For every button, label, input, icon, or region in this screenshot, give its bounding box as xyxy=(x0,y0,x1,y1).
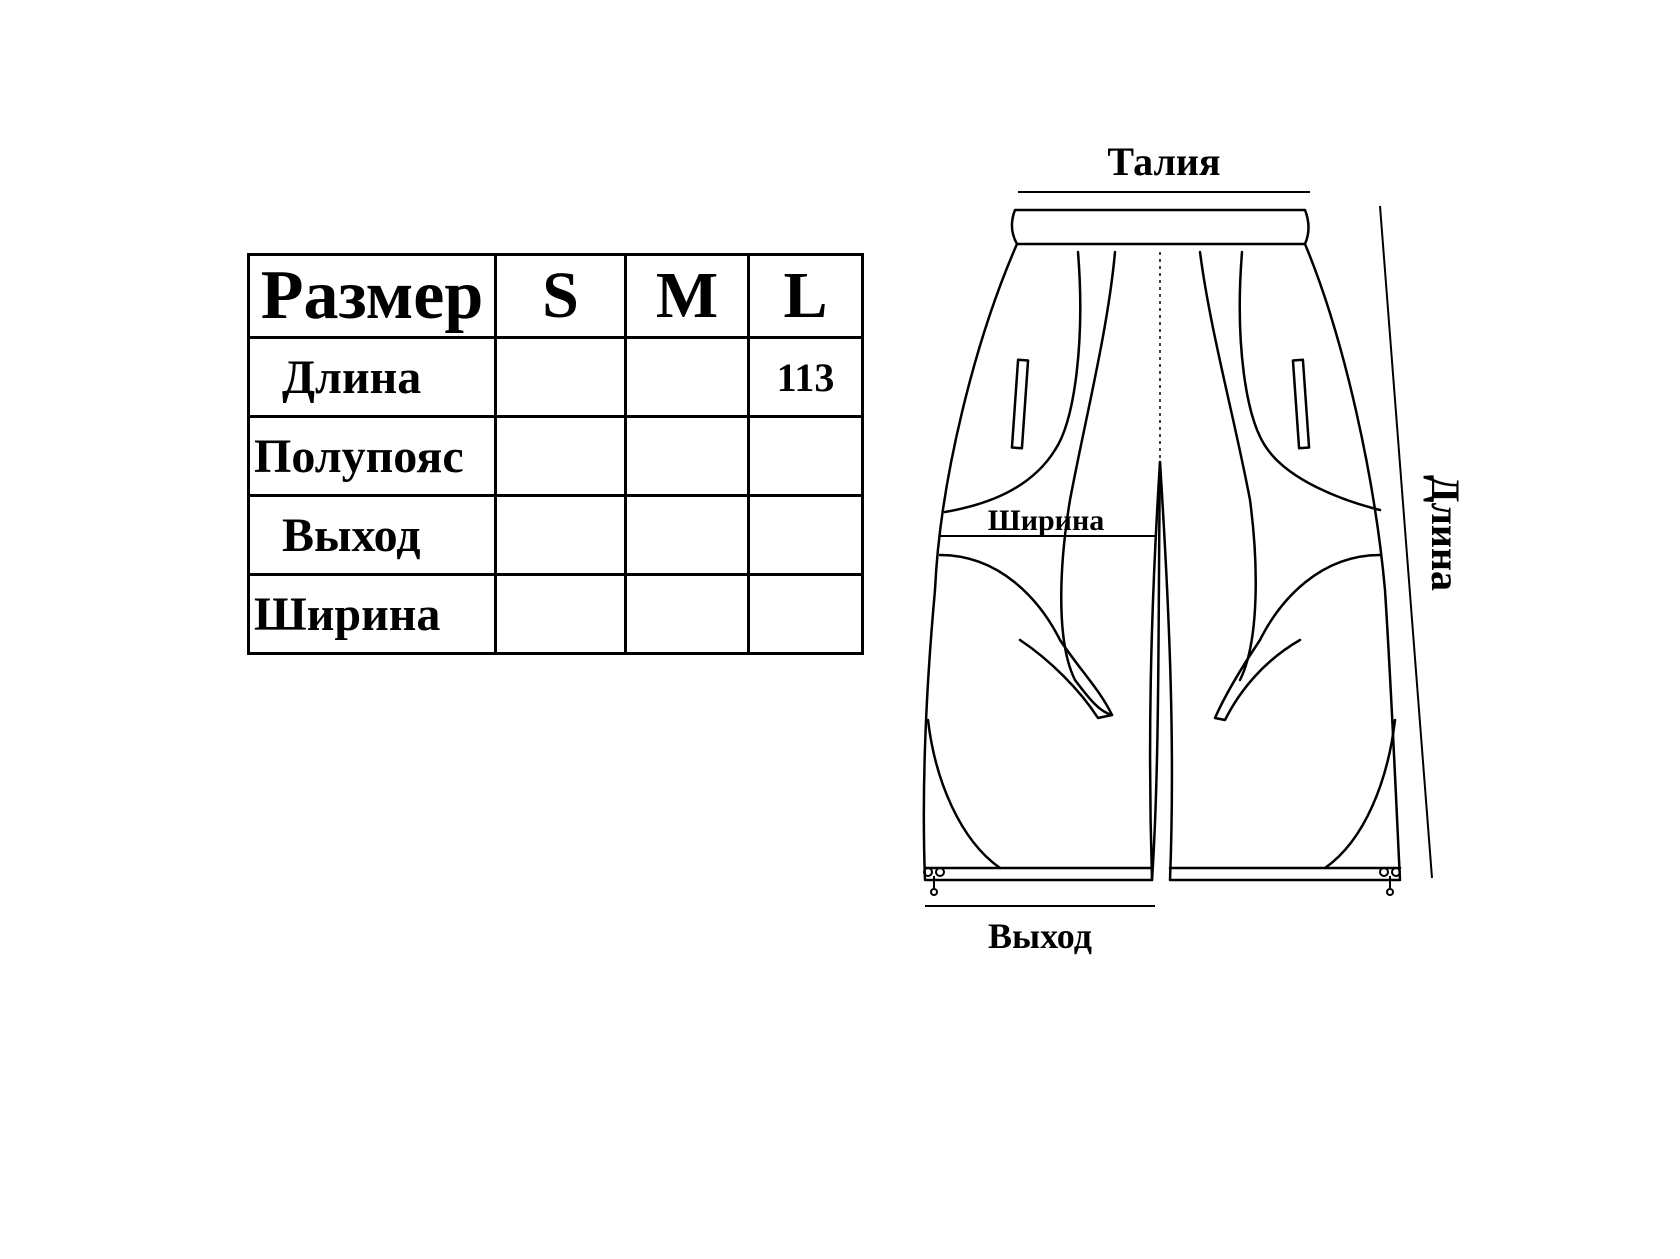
width-label: Ширина xyxy=(988,504,1104,537)
header-size-label: Размер xyxy=(247,253,497,339)
cell-length-m xyxy=(624,336,750,418)
left-lower-seam xyxy=(926,718,1002,870)
row-label-length: Длина xyxy=(247,336,497,418)
hem-label: Выход xyxy=(988,916,1092,956)
cell-length-l: 113 xyxy=(747,336,864,418)
cell-half-waist-l xyxy=(747,415,864,497)
table-row: Выход xyxy=(247,494,864,576)
right-lower-seam xyxy=(1323,718,1397,870)
left-knee-panel xyxy=(938,553,1114,720)
cell-width-l xyxy=(747,573,864,655)
right-front-pocket xyxy=(1238,250,1382,512)
cell-hem-l xyxy=(747,494,864,576)
header-size-l: L xyxy=(747,253,864,339)
hem-toggle-left xyxy=(923,867,945,896)
length-label: Длина xyxy=(1423,475,1468,591)
right-knee-panel xyxy=(1213,553,1382,722)
length-measure-line xyxy=(1379,205,1433,879)
pants-outline xyxy=(922,242,1402,882)
table-row: Ширина xyxy=(247,573,864,655)
cell-hem-m xyxy=(624,494,750,576)
waist-label: Талия xyxy=(1107,139,1220,184)
table-row: Полупояс xyxy=(247,415,864,497)
waistband xyxy=(1010,208,1310,246)
cell-hem-s xyxy=(494,494,627,576)
table-row: Длина 113 xyxy=(247,336,864,418)
right-zip-pocket xyxy=(1291,358,1311,450)
table-header-row: Размер S M L xyxy=(247,253,864,339)
cell-length-s xyxy=(494,336,627,418)
header-size-s: S xyxy=(494,253,627,339)
cell-half-waist-s xyxy=(494,415,627,497)
left-front-pocket xyxy=(943,250,1082,514)
hem-toggle-right xyxy=(1379,867,1401,896)
cell-half-waist-m xyxy=(624,415,750,497)
left-zip-pocket xyxy=(1010,358,1030,450)
cell-width-s xyxy=(494,573,627,655)
row-label-width: Ширина xyxy=(247,573,497,655)
size-table: Размер S M L Длина 113 Полупояс Выход Ши… xyxy=(247,253,864,655)
row-label-half-waist: Полупояс xyxy=(247,415,497,497)
left-panel-seam xyxy=(1060,250,1117,717)
left-inner-leg xyxy=(1150,460,1162,882)
cell-width-m xyxy=(624,573,750,655)
right-panel-seam xyxy=(1198,250,1257,682)
header-size-m: M xyxy=(624,253,750,339)
row-label-hem: Выход xyxy=(247,494,497,576)
